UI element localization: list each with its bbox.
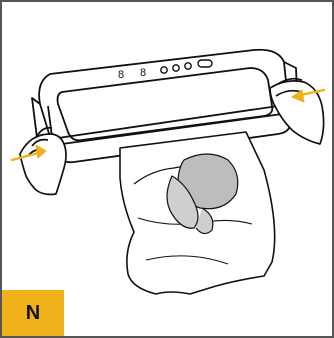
left-hand-icon	[20, 128, 66, 195]
display-b: 8	[140, 67, 146, 79]
vacuum-sealer-illustration: 8 8	[2, 2, 332, 336]
step-badge: N	[2, 290, 64, 336]
step-badge-label: N	[26, 303, 40, 323]
display-a: 8	[118, 69, 124, 81]
